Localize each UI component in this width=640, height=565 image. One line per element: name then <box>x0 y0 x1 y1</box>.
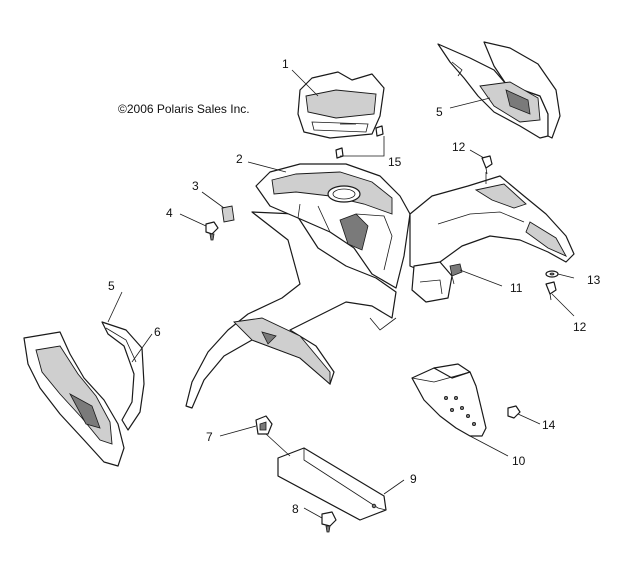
callout-labels: 1 2 3 4 5 12 15 11 13 12 5 6 7 8 9 10 14 <box>108 57 601 516</box>
part-4-screw <box>205 221 219 241</box>
callout-4: 4 <box>166 206 173 220</box>
callout-14: 14 <box>542 418 556 432</box>
part-3-clip <box>221 205 235 223</box>
callout-11: 11 <box>510 281 523 295</box>
part-1-console-cover <box>297 71 385 139</box>
part-11-pushpin <box>449 263 463 285</box>
callout-8: 8 <box>292 502 299 516</box>
callout-9: 9 <box>410 472 417 486</box>
callout-3: 3 <box>192 179 199 193</box>
part-5-side-panel-left <box>23 331 125 467</box>
callout-15: 15 <box>388 155 402 169</box>
callout-10: 10 <box>512 454 526 468</box>
callout-13: 13 <box>587 273 601 287</box>
copyright-notice: ©2006 Polaris Sales Inc. <box>118 102 250 116</box>
callout-5-top: 5 <box>436 105 443 119</box>
callout-12-bottom: 12 <box>573 320 587 334</box>
leader-lines <box>107 69 575 519</box>
part-6-seal <box>101 321 145 431</box>
callout-5-left: 5 <box>108 279 115 293</box>
part-9-shield-plate <box>277 447 387 521</box>
part-15-clips <box>335 125 385 159</box>
callout-12-top: 12 <box>452 140 466 154</box>
part-7-nut <box>255 415 273 435</box>
callout-1: 1 <box>282 57 289 71</box>
part-8-screw <box>321 511 337 533</box>
part-10-bracket <box>411 363 487 437</box>
part-14-bolt <box>507 405 521 419</box>
callout-7: 7 <box>206 430 213 444</box>
part-13-washer <box>545 270 559 278</box>
part-12-rivet-bottom <box>545 281 557 301</box>
callout-6: 6 <box>154 325 161 339</box>
part-5-front-panel-top <box>437 41 561 139</box>
callout-2: 2 <box>236 152 243 166</box>
part-2-front-fender-body <box>185 163 575 409</box>
part-12-rivet-top <box>481 155 493 175</box>
